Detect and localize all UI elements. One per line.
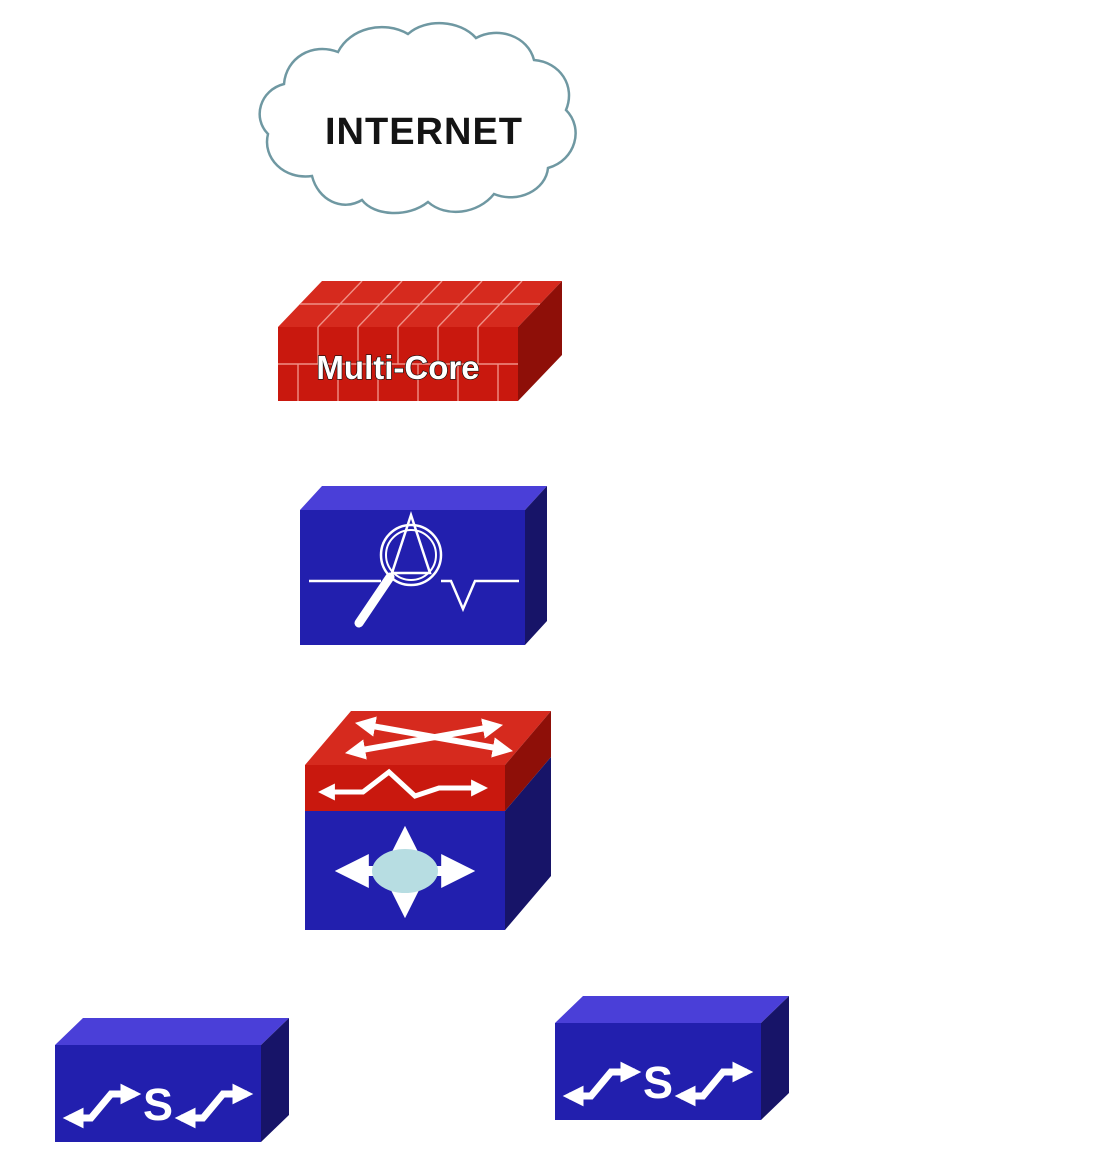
- switch-arrow-right: [674, 1061, 754, 1107]
- waveform-right-line: [441, 579, 519, 613]
- crossed-arrow-2: [354, 716, 514, 758]
- switch-top-face: [55, 1018, 289, 1045]
- ips-probe: [300, 486, 547, 645]
- switch-label: S: [143, 1079, 173, 1130]
- magnifier-waveform-icon: [309, 510, 519, 628]
- switch-arrow-left: [62, 1083, 142, 1129]
- cube-right-face-red: [505, 711, 551, 811]
- probe-top-face: [300, 486, 547, 510]
- magnifier-outer-circle: [379, 523, 443, 587]
- switch-label: S: [643, 1057, 673, 1108]
- l2-switch-right: S: [555, 996, 789, 1120]
- probe-front-face: [300, 510, 525, 645]
- magnifier-inner-circle: [385, 529, 437, 581]
- cube-right-face-blue: [505, 757, 551, 930]
- zigzag-arrow-icon: [317, 768, 489, 801]
- probe-right-face: [525, 486, 547, 645]
- firewall-label: Multi-Core: [316, 349, 479, 386]
- firewall-brick-grid: [278, 281, 540, 401]
- layer3-switch: [305, 711, 551, 930]
- magnifier-triangle: [390, 510, 432, 575]
- l2-switch-left: S: [55, 1018, 289, 1142]
- switch-arrows-icon: [562, 1061, 754, 1107]
- cloud-icon: [258, 22, 577, 215]
- switch-right-face: [761, 996, 789, 1120]
- center-ellipse: [372, 849, 438, 893]
- firewall-right-face: [518, 281, 562, 401]
- multicore-firewall: Multi-Core: [278, 281, 562, 401]
- internet-label: INTERNET: [325, 111, 523, 153]
- switch-arrow-right: [174, 1083, 254, 1129]
- magnifier-handle: [354, 572, 395, 628]
- crossed-arrows-icon: [344, 716, 514, 760]
- switch-arrows-icon: [62, 1083, 254, 1129]
- switch-arrow-left: [562, 1061, 642, 1107]
- switch-right-face: [261, 1018, 289, 1142]
- brick-grid-lines: [278, 281, 540, 401]
- switch-top-face: [555, 996, 789, 1023]
- internet-cloud: INTERNET: [258, 22, 577, 215]
